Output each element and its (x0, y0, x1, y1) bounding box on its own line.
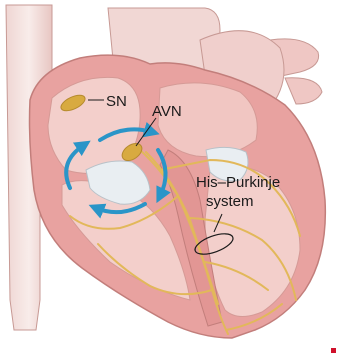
label-avn: AVN (152, 103, 182, 120)
pulmonary-vessel-lower (285, 78, 322, 104)
label-his-purkinje: His–Purkinje (196, 174, 280, 191)
label-sn: SN (106, 93, 127, 110)
label-system: system (206, 193, 254, 210)
corner-marker (331, 348, 336, 353)
